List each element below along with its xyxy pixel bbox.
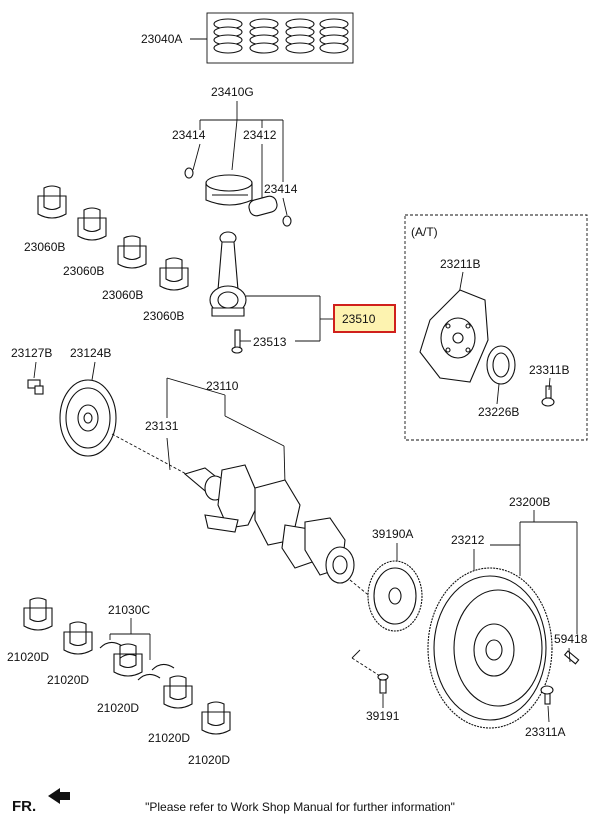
drive-plate xyxy=(419,289,555,407)
label-39191[interactable]: 39191 xyxy=(366,709,400,723)
sensor-wheel xyxy=(367,560,423,632)
label-23124B[interactable]: 23124B xyxy=(70,346,111,360)
front-arrow-icon xyxy=(48,788,70,804)
label-59418[interactable]: 59418 xyxy=(554,632,588,646)
label-23414-left[interactable]: 23414 xyxy=(172,128,206,142)
workshop-manual-note: "Please refer to Work Shop Manual for fu… xyxy=(145,800,455,814)
label-21020D-4[interactable]: 21020D xyxy=(148,731,190,745)
label-at: (A/T) xyxy=(411,225,438,239)
label-23060B-2[interactable]: 23060B xyxy=(63,264,104,278)
lower-bearings xyxy=(23,597,231,735)
label-23510[interactable]: 23510 xyxy=(342,312,376,326)
label-23110[interactable]: 23110 xyxy=(206,379,239,393)
crankshaft xyxy=(183,464,355,584)
label-23410G[interactable]: 23410G xyxy=(211,85,254,99)
label-21020D-3[interactable]: 21020D xyxy=(97,701,139,715)
connecting-rod xyxy=(209,231,247,354)
highlight-box-23510[interactable] xyxy=(333,304,396,333)
label-23311A[interactable]: 23311A xyxy=(525,725,565,739)
label-23212[interactable]: 23212 xyxy=(451,533,485,547)
upper-bearings xyxy=(37,185,189,291)
at-group-box xyxy=(404,214,588,441)
label-23060B-1[interactable]: 23060B xyxy=(24,240,65,254)
label-23414-right[interactable]: 23414 xyxy=(264,182,298,196)
label-23127B[interactable]: 23127B xyxy=(11,346,52,360)
label-21020D-1[interactable]: 21020D xyxy=(7,650,49,664)
label-21020D-5[interactable]: 21020D xyxy=(188,753,230,767)
label-23200B[interactable]: 23200B xyxy=(509,495,550,509)
label-23060B-3[interactable]: 23060B xyxy=(102,288,143,302)
label-21030C[interactable]: 21030C xyxy=(108,603,150,617)
flywheel xyxy=(427,567,580,729)
label-23226B[interactable]: 23226B xyxy=(478,405,519,419)
label-39190A[interactable]: 39190A xyxy=(372,527,413,541)
label-23311B[interactable]: 23311B xyxy=(529,363,569,377)
front-indicator: FR. xyxy=(12,798,37,815)
label-23412[interactable]: 23412 xyxy=(243,128,277,142)
label-23131[interactable]: 23131 xyxy=(145,419,179,433)
label-23060B-4[interactable]: 23060B xyxy=(143,309,184,323)
damper-pulley xyxy=(27,379,117,457)
piston xyxy=(184,167,292,227)
label-21020D-2[interactable]: 21020D xyxy=(47,673,89,687)
label-23040A[interactable]: 23040A xyxy=(141,32,182,46)
label-23513[interactable]: 23513 xyxy=(253,335,287,349)
label-23211B[interactable]: 23211B xyxy=(440,257,480,271)
piston-ring-set xyxy=(206,12,354,64)
bolt-39191 xyxy=(377,673,389,694)
